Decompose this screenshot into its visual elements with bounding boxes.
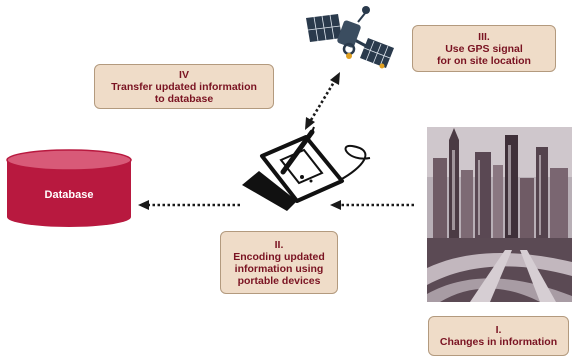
step-3-line-2: for on site location (437, 54, 531, 67)
step-2-line-2: information using (234, 262, 324, 275)
step-4-numeral: IV (179, 68, 189, 81)
step-1-numeral: I. (495, 324, 502, 336)
flow-arrows (138, 72, 414, 210)
step-3-line-1: Use GPS signal (445, 42, 523, 55)
step-2-line-1: Encoding updated (233, 250, 325, 263)
arrow-tablet-to-database (138, 200, 240, 210)
tablet-stylus-icon (242, 126, 371, 211)
satellite-icon (306, 6, 394, 69)
step-3-numeral: III. (478, 30, 490, 43)
arrow-city-to-tablet (330, 200, 414, 210)
step-2-box: II. Encoding updated information using p… (220, 231, 338, 294)
step-4-box: IV Transfer updated information to datab… (94, 64, 274, 109)
step-4-line-1: Transfer updated information (111, 80, 257, 93)
step-3-box: III. Use GPS signal for on site location (412, 25, 556, 72)
step-2-numeral: II. (274, 238, 284, 251)
arrow-tablet-satellite (305, 72, 340, 130)
step-2-line-3: portable devices (237, 274, 321, 287)
city-skyline-icon (427, 127, 572, 302)
step-1-text: Changes in information (439, 336, 558, 348)
database-label: Database (45, 189, 94, 201)
step-1-box: I. Changes in information (428, 316, 569, 356)
database-cylinder-icon: Database (6, 149, 132, 227)
step-4-line-2: to database (154, 92, 214, 105)
